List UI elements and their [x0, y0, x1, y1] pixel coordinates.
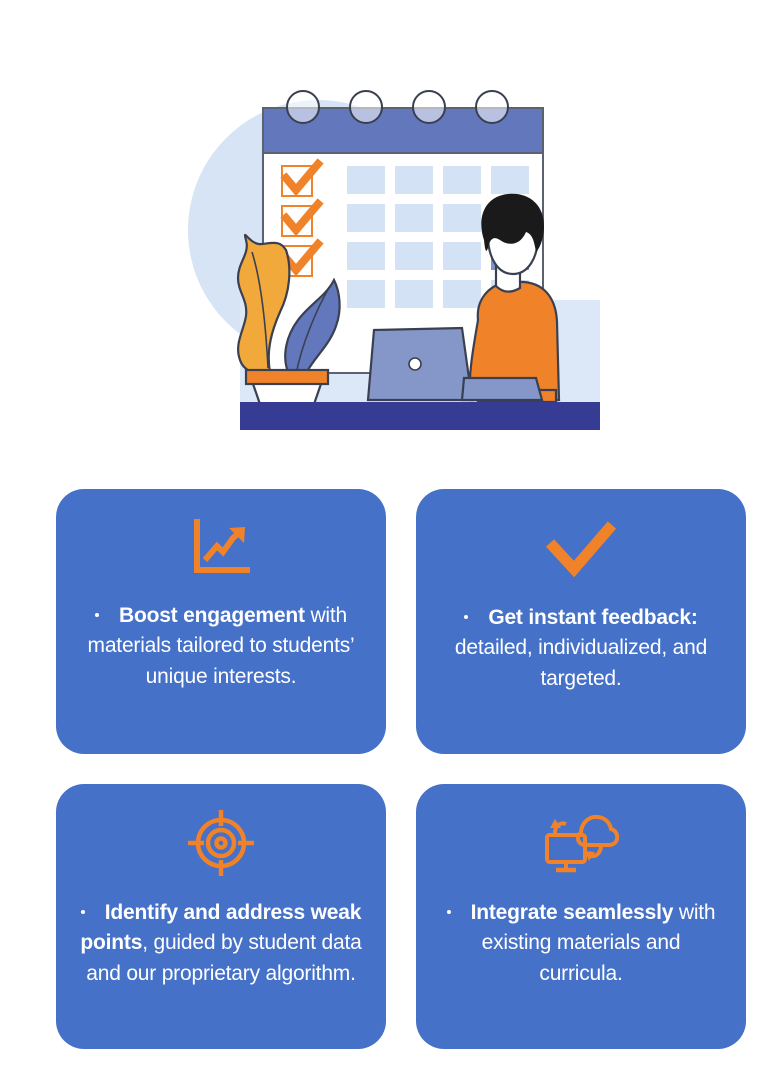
- calendar-cell: [491, 166, 529, 194]
- feature-card-integrate-seamlessly[interactable]: Integrate seamlessly with existing mater…: [416, 784, 746, 1049]
- calendar-cell: [347, 242, 385, 270]
- feature-card-weak-points[interactable]: Identify and address weak points, guided…: [56, 784, 386, 1049]
- calendar-ring: [412, 90, 446, 124]
- feature-card-lead: Integrate seamlessly: [470, 901, 674, 924]
- person-at-laptop: [468, 193, 561, 404]
- calendar-cell: [443, 242, 481, 270]
- feature-card-rest: with materials tailored to students’ uni…: [87, 604, 355, 688]
- desk-bar: [240, 402, 600, 430]
- bullet-dot-icon: [464, 615, 469, 620]
- calendar-ring: [286, 90, 320, 124]
- checkbox-check: [280, 158, 324, 197]
- feature-card-lead: Identify and address weak points: [80, 901, 362, 955]
- laptop-base: [460, 376, 544, 402]
- hero-illustration: [0, 0, 760, 460]
- feature-card-text: Identify and address weak points, guided…: [80, 898, 362, 989]
- feature-card-lead: Boost engagement: [118, 604, 305, 627]
- checkmark-icon: [544, 515, 618, 581]
- calendar-cell: [347, 204, 385, 232]
- feature-card-instant-feedback[interactable]: Get instant feedback: detailed, individu…: [416, 489, 746, 754]
- calendar-cell: [347, 166, 385, 194]
- growth-chart-icon: [189, 515, 253, 581]
- open-laptop: [366, 326, 544, 402]
- calendar-cell: [443, 280, 481, 308]
- feature-card-text: Boost engagement with materials tailored…: [80, 601, 362, 692]
- calendar-checkbox-list: [280, 158, 324, 277]
- calendar-ring: [349, 90, 383, 124]
- plant-pot-rim: [244, 368, 330, 386]
- target-icon: [188, 810, 254, 876]
- calendar-ring: [475, 90, 509, 124]
- plant-leaf-yellow-vein: [251, 251, 269, 369]
- calendar-cell: [443, 166, 481, 194]
- cloud-sync-monitor-icon: [543, 810, 619, 876]
- feature-cards-grid: Boost engagement with materials tailored…: [56, 489, 746, 1049]
- feature-card-rest: , guided by student data and our proprie…: [86, 931, 362, 985]
- calendar-cell: [395, 242, 433, 270]
- feature-card-lead: Get instant feedback:: [488, 606, 698, 629]
- calendar-cell: [443, 204, 481, 232]
- feature-card-text: Integrate seamlessly with existing mater…: [440, 898, 722, 989]
- feature-card-rest: with existing materials and curricula.: [481, 901, 716, 985]
- potted-plant: [236, 233, 341, 412]
- person-hair: [481, 193, 544, 252]
- feature-card-text: Get instant feedback: detailed, individu…: [440, 603, 722, 694]
- checkbox-check: [280, 198, 324, 237]
- feature-card-boost-engagement[interactable]: Boost engagement with materials tailored…: [56, 489, 386, 754]
- bullet-dot-icon: [446, 910, 451, 915]
- bullet-dot-icon: [94, 613, 99, 618]
- bullet-dot-icon: [80, 910, 85, 915]
- person-body-sweater: [468, 280, 561, 402]
- calendar-cell: [395, 166, 433, 194]
- plant-leaf-yellow: [236, 233, 291, 375]
- plant-leaf-blue-vein: [295, 285, 331, 375]
- calendar-cell: [395, 280, 433, 308]
- laptop-camera-dot: [408, 357, 422, 371]
- feature-card-rest: detailed, individualized, and targeted.: [454, 636, 708, 690]
- calendar-cell: [395, 204, 433, 232]
- calendar-cell: [347, 280, 385, 308]
